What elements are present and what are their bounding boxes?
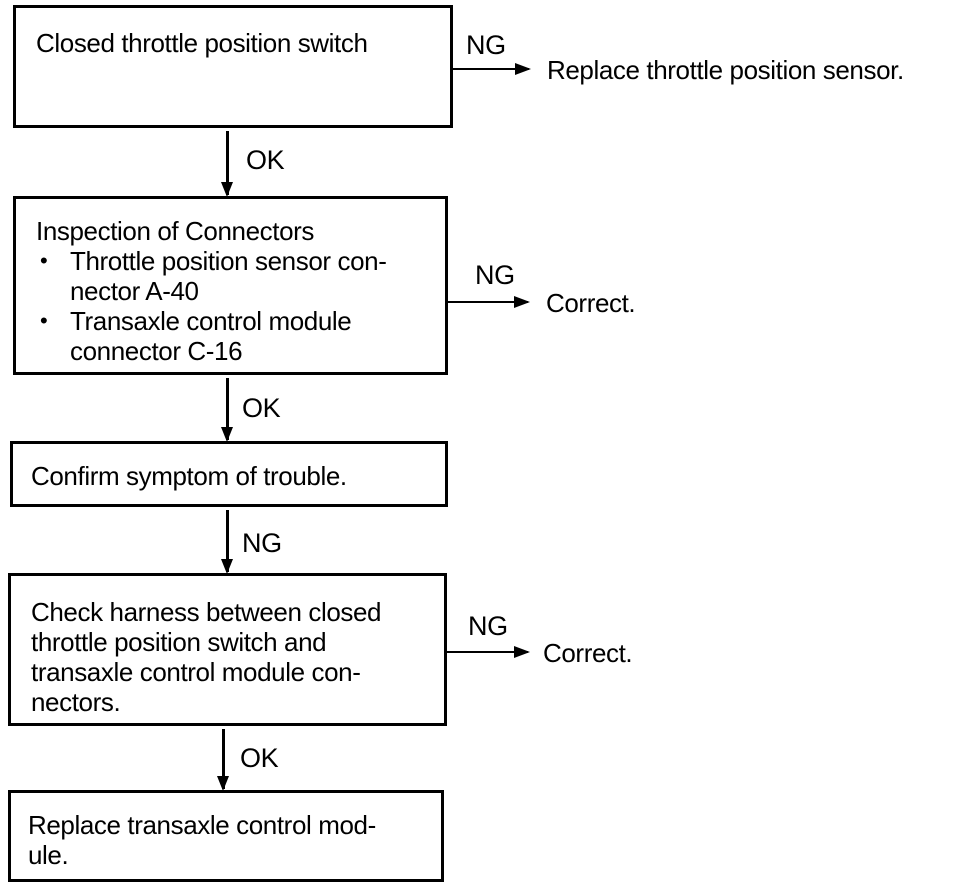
arrow-shaft <box>226 131 229 195</box>
flow-step-inspect-connectors: Inspection of Connectors • Throttle posi… <box>13 196 448 375</box>
arrow-shaft <box>226 510 229 572</box>
flow-arrow-2 <box>221 378 233 442</box>
arrow-shaft <box>226 378 229 440</box>
arrow-down-icon <box>221 182 233 197</box>
arrow-right-icon <box>515 63 531 75</box>
arrow-shaft <box>222 729 225 789</box>
branch-action-correct-2: Correct. <box>543 638 633 668</box>
flow-arrow-1 <box>221 131 233 197</box>
branch-action-replace-sensor: Replace throttle position sensor. <box>547 55 904 85</box>
arrow-right-icon <box>514 296 530 308</box>
flow-step-confirm-symptom: Confirm symptom of trouble. <box>10 441 448 507</box>
list-item-text: Throttle position sensor con- nector A-4… <box>70 246 387 306</box>
bullet-icon: • <box>40 248 48 273</box>
arrow-down-icon <box>221 559 233 574</box>
list-item-text: Transaxle control module connector C-16 <box>70 306 352 366</box>
arrow-down-icon <box>221 427 233 442</box>
ok-label-1: OK <box>246 145 285 175</box>
ng-branch-arrow-1 <box>453 63 531 75</box>
flow-step-text: Check harness between closed throttle po… <box>31 597 382 717</box>
list-item: • Throttle position sensor con- nector A… <box>36 246 431 306</box>
arrow-down-icon <box>217 776 229 791</box>
ok-label-3: OK <box>240 743 279 773</box>
flow-arrow-4 <box>217 729 229 791</box>
ng-branch-arrow-2 <box>448 296 530 308</box>
flow-step-title: Inspection of Connectors <box>36 216 315 246</box>
ng-label-3: NG <box>242 528 282 558</box>
ng-label-4: NG <box>468 611 508 641</box>
bullet-icon: • <box>40 308 48 333</box>
flow-step-replace-module: Replace transaxle control mod- ule. <box>8 790 444 882</box>
ng-label-1: NG <box>466 30 506 60</box>
arrow-shaft <box>453 68 529 70</box>
arrow-shaft <box>448 301 528 303</box>
arrow-right-icon <box>514 646 530 658</box>
arrow-shaft <box>447 651 528 653</box>
flow-step-closed-throttle-switch: Closed throttle position switch <box>13 5 453 128</box>
ng-label-2: NG <box>475 260 515 290</box>
flow-step-text: Replace transaxle control mod- ule. <box>28 810 376 870</box>
flow-arrow-3 <box>221 510 233 574</box>
list-item: • Transaxle control module connector C-1… <box>36 306 431 366</box>
ng-branch-arrow-3 <box>447 646 530 658</box>
flow-step-text: Confirm symptom of trouble. <box>31 461 347 491</box>
flow-step-text: Closed throttle position switch <box>36 28 368 58</box>
ok-label-2: OK <box>242 393 281 423</box>
branch-action-correct-1: Correct. <box>546 288 636 318</box>
flow-step-check-harness: Check harness between closed throttle po… <box>8 573 447 726</box>
